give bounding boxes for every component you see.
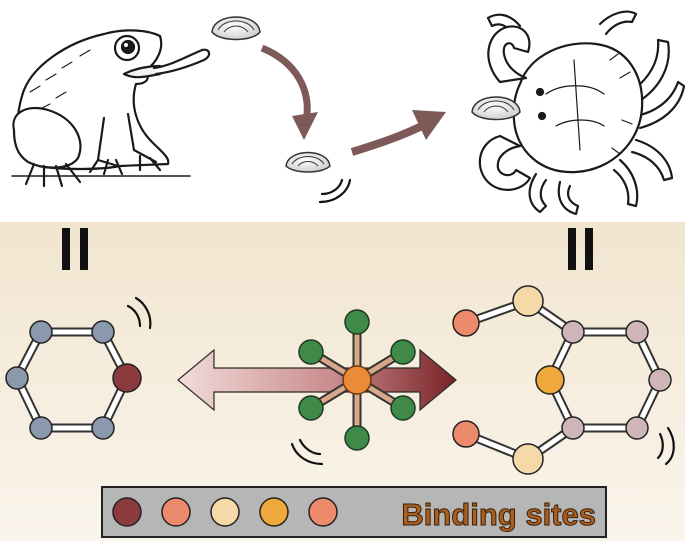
- node: [625, 320, 649, 344]
- vibration-icon: [656, 426, 675, 466]
- center-molecule: [298, 309, 416, 451]
- parallel-bars-icon: [568, 228, 593, 270]
- legend: Binding sites: [101, 486, 607, 538]
- node: [561, 416, 585, 440]
- clam-icon: [285, 151, 331, 173]
- node: [648, 368, 672, 392]
- node: [29, 320, 53, 344]
- node-binding-site: [452, 309, 480, 337]
- vibration-icon: [318, 178, 352, 204]
- clam-icon: [211, 16, 261, 41]
- crab-icon: [478, 10, 685, 216]
- vibration-icon: [126, 296, 152, 330]
- legend-dot: [161, 497, 191, 527]
- node-center: [342, 365, 372, 395]
- node: [344, 425, 370, 451]
- node: [298, 339, 324, 365]
- node: [298, 395, 324, 421]
- node-binding-site: [452, 420, 480, 448]
- node: [29, 416, 53, 440]
- node: [91, 416, 115, 440]
- legend-dot: [112, 497, 142, 527]
- clam-icon: [471, 96, 521, 121]
- legend-label: Binding sites: [401, 497, 596, 532]
- node: [91, 320, 115, 344]
- legend-dot: [308, 497, 338, 527]
- node: [625, 416, 649, 440]
- node: [5, 366, 29, 390]
- right-ring-structure: [452, 285, 672, 475]
- parallel-bars-icon: [62, 228, 88, 270]
- curved-arrow: [260, 44, 318, 140]
- node: [344, 309, 370, 335]
- node-binding-site: [512, 285, 544, 317]
- double-arrow: [177, 348, 457, 412]
- node: [561, 320, 585, 344]
- node-binding-site: [112, 363, 142, 393]
- legend-dot: [210, 497, 240, 527]
- node: [390, 395, 416, 421]
- left-hexagon-structure: [5, 320, 142, 440]
- node-binding-site: [512, 443, 544, 475]
- vibration-icon: [290, 438, 324, 466]
- node-binding-site: [535, 365, 565, 395]
- node: [390, 339, 416, 365]
- legend-dots: [112, 497, 338, 527]
- frog-icon: [11, 29, 211, 188]
- legend-dot: [259, 497, 289, 527]
- arrow-to-crab: [350, 110, 446, 156]
